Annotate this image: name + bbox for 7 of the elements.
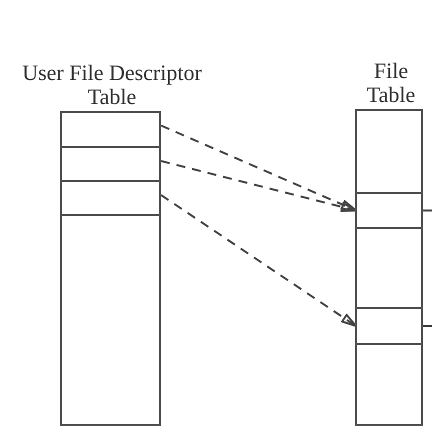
table-heading: User File Descriptor Table: [22, 60, 202, 109]
table-heading: File Table: [366, 58, 416, 107]
dashed-arrow: [160, 194, 357, 327]
table-entry: [355, 307, 423, 345]
table-entry: [355, 192, 423, 229]
dashed-arrow: [160, 160, 357, 212]
dashed-arrow: [160, 124, 357, 212]
